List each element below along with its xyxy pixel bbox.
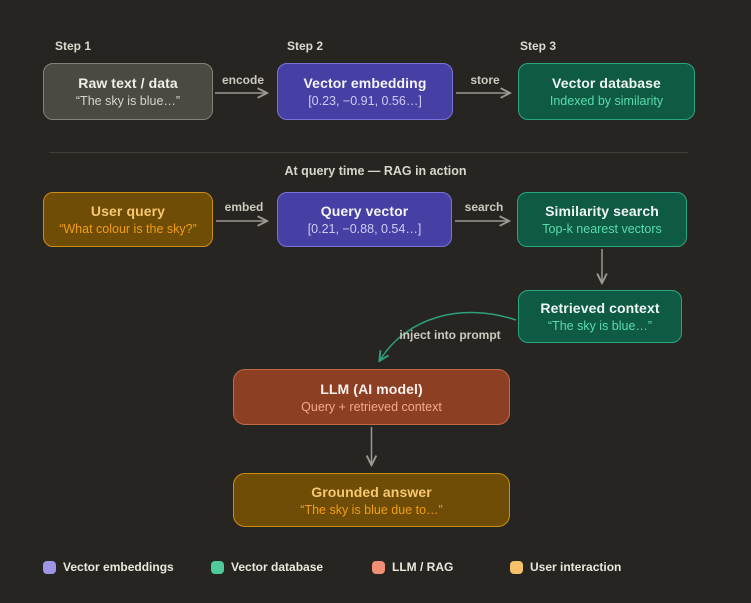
vector-database-subtitle: Indexed by similarity	[549, 94, 664, 108]
raw-text-title: Raw text / data	[78, 75, 178, 91]
similarity-search-node: Similarity search Top-k nearest vectors	[517, 192, 687, 247]
user-query-node: User query “What colour is the sky?”	[43, 192, 213, 247]
similarity-search-title: Similarity search	[545, 203, 659, 219]
legend-label: LLM / RAG	[392, 560, 454, 574]
grounded-answer-subtitle: “The sky is blue due to…”	[300, 502, 443, 517]
llm-node: LLM (AI model) Query + retrieved context	[233, 369, 510, 425]
legend-item-vector-embeddings: Vector embeddings	[43, 560, 174, 574]
step-2-label: Step 2	[287, 39, 324, 53]
retrieved-context-node: Retrieved context “The sky is blue…”	[518, 290, 682, 343]
similarity-search-subtitle: Top-k nearest vectors	[542, 222, 662, 236]
step-3-label: Step 3	[520, 39, 557, 53]
retrieved-context-title: Retrieved context	[540, 300, 660, 316]
llm-subtitle: Query + retrieved context	[301, 399, 442, 414]
legend-item-user-interaction: User interaction	[510, 560, 621, 574]
legend-item-vector-database: Vector database	[211, 560, 323, 574]
encode-arrow-label: encode	[221, 73, 264, 87]
legend-item-llm-rag: LLM / RAG	[372, 560, 453, 574]
query-vector-subtitle: [0.21, −0.88, 0.54…]	[307, 222, 422, 236]
vector-database-node: Vector database Indexed by similarity	[518, 63, 695, 120]
grounded-answer-node: Grounded answer “The sky is blue due to……	[233, 473, 510, 527]
inject-into-prompt-arrow	[380, 311, 517, 360]
user-interaction-swatch-icon	[510, 560, 523, 574]
inject-into-prompt-label: inject into prompt	[399, 328, 501, 342]
vector-embeddings-swatch-icon	[43, 560, 56, 574]
vector-embedding-title: Vector embedding	[303, 75, 427, 91]
retrieved-context-subtitle: “The sky is blue…”	[547, 319, 653, 333]
store-arrow-label: store	[470, 73, 500, 87]
embed-arrow-label: embed	[224, 200, 264, 214]
grounded-answer-title: Grounded answer	[311, 483, 432, 500]
user-query-subtitle: “What colour is the sky?”	[59, 222, 197, 236]
vector-embedding-node: Vector embedding [0.23, −0.91, 0.56…]	[277, 63, 453, 120]
step-1-label: Step 1	[55, 39, 92, 53]
llm-rag-swatch-icon	[372, 560, 385, 574]
vector-embedding-subtitle: [0.23, −0.91, 0.56…]	[308, 94, 422, 108]
vector-database-title: Vector database	[552, 75, 661, 91]
llm-title: LLM (AI model)	[320, 380, 423, 397]
query-time-section-header: At query time — RAG in action	[284, 164, 467, 178]
legend-label: Vector database	[231, 560, 324, 574]
search-arrow-label: search	[464, 200, 504, 214]
legend-label: User interaction	[530, 560, 622, 574]
legend-label: Vector embeddings	[63, 560, 174, 574]
query-vector-title: Query vector	[320, 203, 409, 219]
section-divider	[49, 152, 688, 153]
raw-text-node: Raw text / data “The sky is blue…”	[43, 63, 213, 120]
vector-database-swatch-icon	[211, 560, 224, 574]
user-query-title: User query	[90, 203, 166, 219]
raw-text-subtitle: “The sky is blue…”	[75, 94, 181, 108]
query-vector-node: Query vector [0.21, −0.88, 0.54…]	[277, 192, 452, 247]
